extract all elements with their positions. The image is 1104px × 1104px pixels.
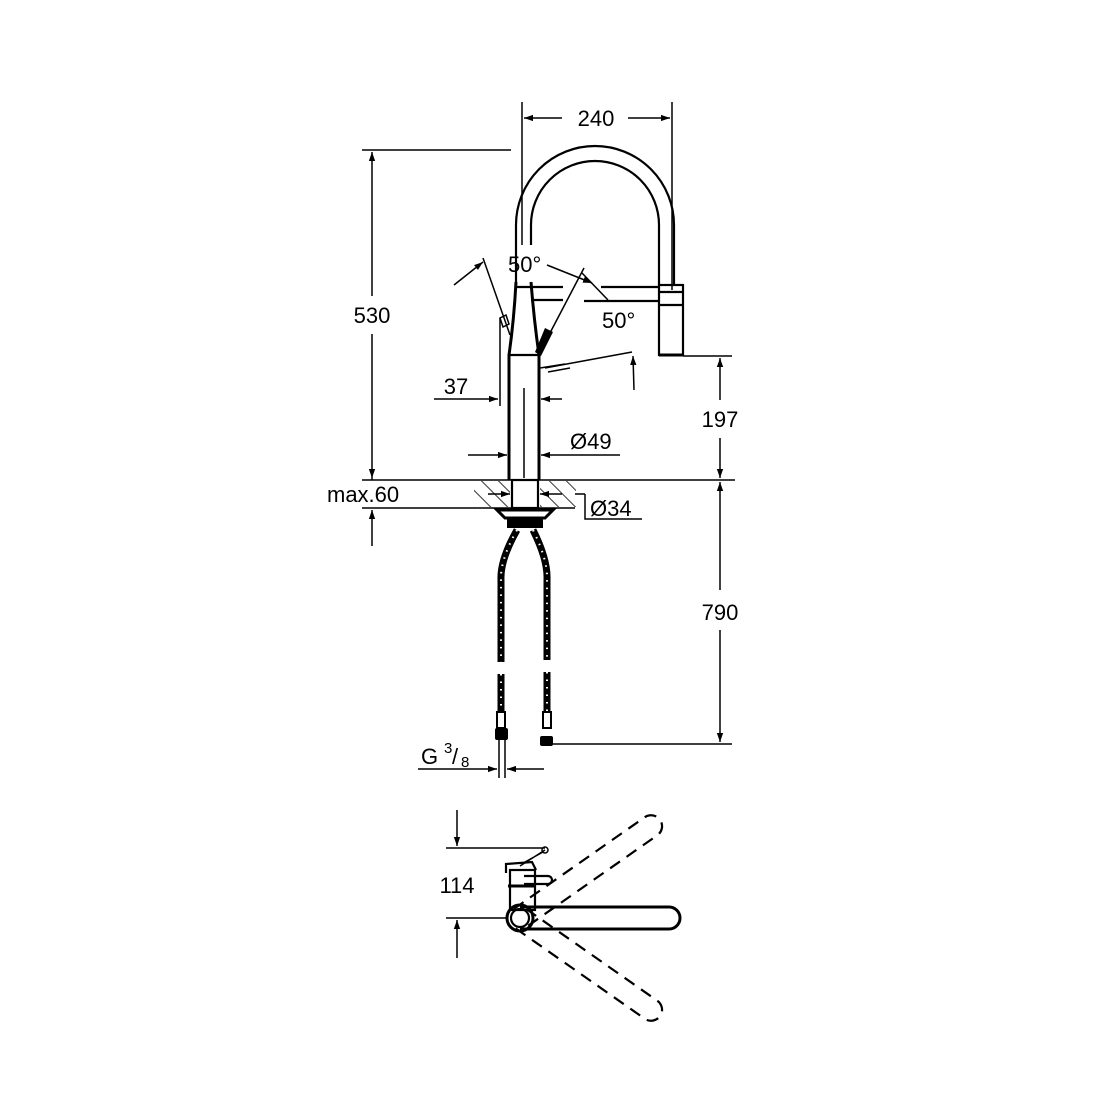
spout-swing-positions <box>513 814 664 1022</box>
spray-offset-label: 37 <box>444 374 468 399</box>
top-view: 114 <box>439 810 682 1022</box>
outlet-height-label: 197 <box>702 407 739 432</box>
body-diameter-dimension: Ø49 <box>468 429 620 459</box>
clearance-dimension: 114 <box>439 810 545 958</box>
hose-length-label: 790 <box>702 600 739 625</box>
spout-center-position <box>505 903 682 933</box>
angle-left-label: 50° <box>508 252 541 277</box>
thread-slash: / <box>452 744 459 769</box>
deck-thickness-dimension: max.60 <box>327 478 399 546</box>
thread-numerator: 3 <box>444 740 452 757</box>
lever-right-position <box>535 267 637 391</box>
clearance-label: 114 <box>439 873 474 898</box>
reach-label: 240 <box>578 106 615 131</box>
hole-diameter-label: Ø34 <box>590 496 632 521</box>
supply-hoses <box>495 528 553 778</box>
lever-left-position <box>453 257 511 336</box>
deck-thickness-label: max.60 <box>327 482 399 507</box>
angle-annotations: 50° 50° <box>508 252 635 333</box>
thread-denominator: 8 <box>461 754 469 771</box>
thread-dimension: G 3 / 8 <box>418 740 544 773</box>
body-diameter-label: Ø49 <box>570 429 612 454</box>
lever-arms <box>516 285 660 303</box>
gooseneck-spout <box>514 144 685 357</box>
top-view-body <box>504 846 554 912</box>
vertical-dimension-chain: 197 790 <box>553 355 739 745</box>
thread-prefix: G <box>421 744 438 769</box>
height-dimension: 530 <box>354 149 511 478</box>
height-label: 530 <box>354 303 391 328</box>
angle-right-label: 50° <box>602 308 635 333</box>
reach-dimension: 240 <box>521 102 673 290</box>
side-view: 240 530 <box>327 102 738 778</box>
faucet-body <box>507 281 541 480</box>
countertop-section: Ø34 <box>362 478 735 528</box>
spray-offset-dimension: 37 <box>434 318 562 406</box>
